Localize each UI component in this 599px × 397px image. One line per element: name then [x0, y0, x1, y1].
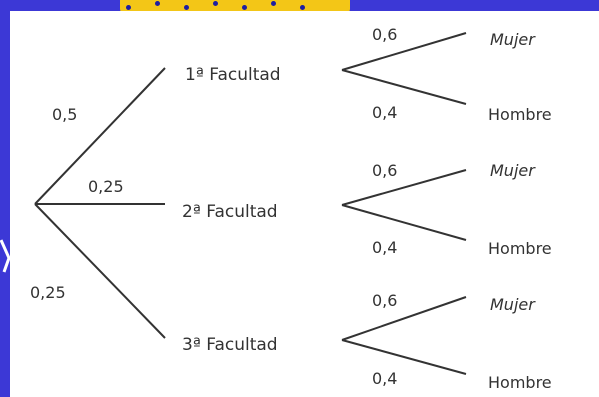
branch-fac2-mujer [341, 169, 467, 206]
outcome-fac2-hombre: Hombre [488, 239, 552, 258]
outcome-fac3-hombre: Hombre [488, 373, 552, 392]
outcome-fac3-mujer: Mujer [490, 295, 536, 314]
branch-fac2-hombre [341, 204, 467, 241]
prob-fac2-hombre: 0,4 [372, 238, 397, 257]
branch-root-1 [34, 67, 166, 205]
outcome-fac1-hombre: Hombre [488, 105, 552, 124]
prob-fac1-hombre: 0,4 [372, 103, 397, 122]
outcome-fac2-mujer: Mujer [490, 161, 536, 180]
branch-fac1-mujer [341, 32, 467, 71]
prob-root-3: 0,25 [30, 283, 66, 302]
prob-fac2-mujer: 0,6 [372, 161, 397, 180]
faculty-1-label: 1ª Facultad [185, 65, 281, 85]
prob-root-2: 0,25 [88, 177, 124, 196]
outcome-fac1-mujer: Mujer [490, 30, 536, 49]
branch-root-3 [34, 203, 166, 339]
prob-root-1: 0,5 [52, 105, 77, 124]
branch-fac3-mujer [341, 296, 467, 341]
faculty-3-label: 3ª Facultad [182, 335, 278, 355]
prob-fac3-mujer: 0,6 [372, 291, 397, 310]
decorative-left-mark [0, 239, 11, 273]
branch-fac1-hombre [341, 69, 467, 105]
prob-fac1-mujer: 0,6 [372, 25, 397, 44]
branch-fac3-hombre [341, 339, 467, 375]
decorative-banner [120, 0, 350, 13]
prob-fac3-hombre: 0,4 [372, 369, 397, 388]
faculty-2-label: 2ª Facultad [182, 202, 278, 222]
